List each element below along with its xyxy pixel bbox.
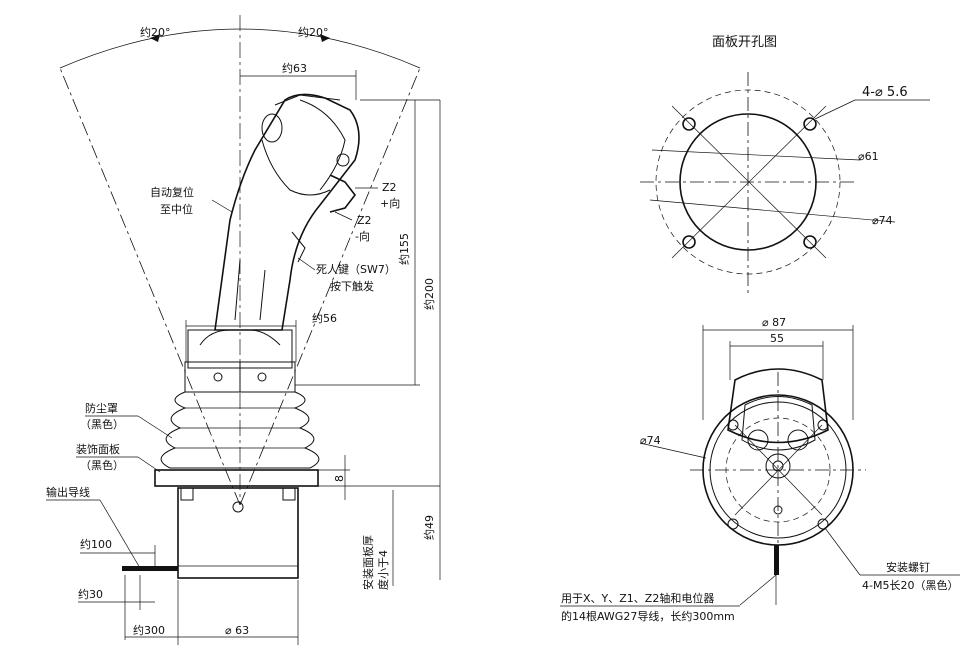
side-view: 约20° 约20° 约63 — [46, 15, 441, 645]
len-30-label: 约30 — [78, 588, 103, 601]
z2-minus-line1: Z2 — [357, 214, 372, 227]
decorative-panel — [154, 469, 319, 487]
cutout-view: 面板开孔图 4-⌀ 5.6 ⌀61 ⌀74 — [640, 35, 930, 295]
output-wire — [122, 566, 178, 571]
dia-61-label: ⌀61 — [858, 150, 879, 163]
z2-rocker — [329, 174, 357, 213]
screws-line1: 安装螺钉 — [886, 560, 930, 574]
wire-note-line1: 用于X、Y、Z1、Z2轴和电位器 — [561, 591, 714, 605]
screws-line2: 4-M5长20（黑色） — [862, 578, 958, 592]
wire-note-line2: 的14根AWG27导线，长约300mm — [561, 609, 735, 623]
thickness-8-label: 8 — [333, 475, 346, 482]
bottom-dia-74-label: ⌀74 — [640, 434, 661, 447]
dia-87-label: ⌀ 87 — [762, 316, 786, 329]
len-100-label: 约100 — [80, 538, 112, 551]
screw — [727, 419, 739, 431]
auto-return-line1: 自动复位 — [150, 185, 194, 199]
panel-line2: （黑色） — [80, 458, 124, 472]
dust-cover-line2: （黑色） — [80, 417, 124, 431]
z2-minus-line2: -向 — [355, 229, 370, 243]
len-300-label: 约300 — [133, 624, 165, 637]
handle-top-outline — [727, 368, 829, 444]
wire-bundle — [774, 545, 779, 575]
deadman-key — [291, 231, 306, 263]
auto-return-line2: 至中位 — [160, 202, 193, 216]
dust-cover — [160, 391, 320, 469]
angle-left-label: 约20° — [140, 26, 171, 39]
deadman-line1: 死人键（SW7） — [316, 262, 396, 276]
top-button — [261, 113, 283, 143]
panel-thickness-line2: 度小于4 — [376, 550, 390, 590]
handle-body — [214, 93, 360, 331]
angle-right-label: 约20° — [298, 26, 329, 39]
mount-hole — [682, 235, 696, 249]
deadman-line2: 按下触发 — [330, 279, 374, 293]
screw — [817, 518, 829, 530]
dust-cover-line1: 防尘罩 — [85, 401, 118, 415]
panel-thickness-line1: 安装面板厚 — [361, 535, 375, 590]
panel-line1: 装饰面板 — [76, 442, 120, 456]
screw — [817, 419, 829, 431]
base-housing — [177, 487, 299, 579]
height-49-label: 约49 — [423, 515, 436, 540]
mount-hole — [682, 117, 696, 131]
tilt-line-left — [59, 67, 241, 506]
z2-plus-line1: Z2 — [382, 181, 397, 194]
output-wire-label: 输出导线 — [46, 485, 90, 499]
height-155-label: 约155 — [398, 233, 411, 265]
tilt-line-right — [239, 67, 421, 506]
handle-width-label: 约63 — [282, 62, 307, 75]
height-200-label: 约200 — [423, 278, 436, 310]
mount-hole — [803, 117, 817, 131]
dia-63-label: ⌀ 63 — [225, 624, 249, 637]
handle-neck — [187, 329, 293, 369]
cutout-dia-74-label: ⌀74 — [872, 214, 893, 227]
base-width-label: 约56 — [312, 312, 337, 325]
z2-plus-line2: +向 — [380, 196, 400, 210]
mount-hole — [803, 235, 817, 249]
bottom-view: ⌀ 87 55 ⌀74 用于X、Y、Z1、Z2轴和电位器 的14根AWG27导线… — [560, 316, 960, 623]
screw — [727, 518, 739, 530]
width-55-label: 55 — [770, 332, 784, 345]
cutout-title: 面板开孔图 — [712, 35, 777, 50]
holes-label: 4-⌀ 5.6 — [862, 85, 908, 100]
